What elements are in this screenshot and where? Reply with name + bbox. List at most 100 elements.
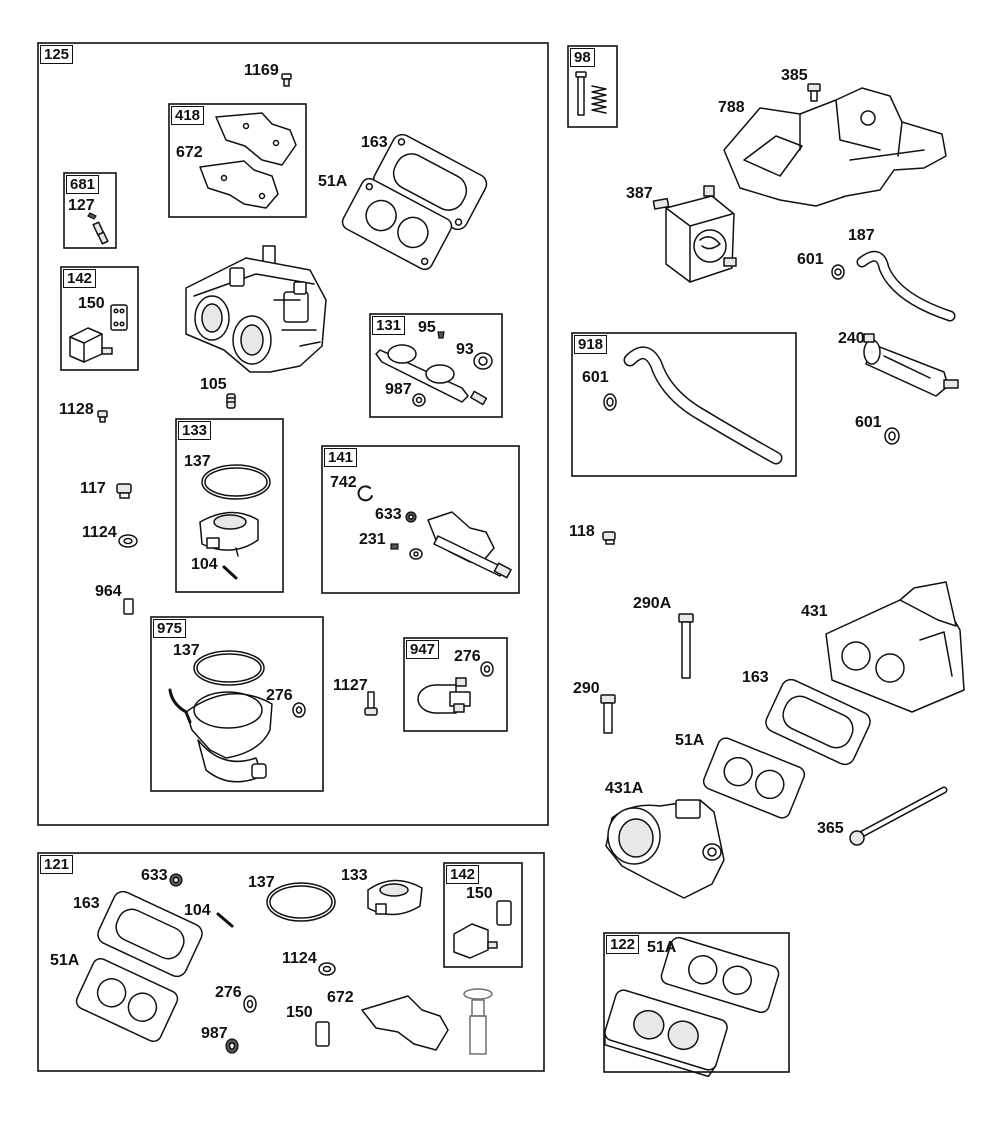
solenoid-icon (417, 661, 494, 714)
kit-98-frame (567, 45, 618, 128)
part-label-290a: 290A (633, 595, 672, 612)
part-label-1128: 1128 (59, 401, 94, 418)
part-label-276b: 276 (454, 648, 481, 665)
part-label-105: 105 (200, 376, 227, 393)
kit-133-frame (175, 418, 284, 593)
screw-icon (87, 212, 109, 245)
gasket-icon (315, 1021, 330, 1047)
pin-icon (123, 598, 134, 615)
adapter-icon (825, 581, 965, 713)
plug-icon (602, 531, 616, 545)
kit-947-frame (403, 637, 508, 732)
part-label-1124-kit121: 1124 (282, 950, 317, 967)
part-label-387: 387 (626, 185, 653, 202)
throttle-shaft-icon (375, 331, 493, 407)
part-label-51ab: 51A (675, 732, 705, 749)
kit-number-947: 947 (406, 640, 440, 659)
part-label-150-kit121: 150 (466, 885, 493, 902)
part-label-51a-kit121: 51A (50, 952, 80, 969)
solenoid-icon (69, 304, 128, 363)
kit-131-frame (369, 313, 503, 418)
gasket-icon (193, 650, 265, 686)
carburetor-icon (185, 245, 327, 373)
bracket-icon (723, 87, 947, 207)
spring-icon (575, 71, 607, 116)
hose-icon (856, 250, 956, 322)
gasket-icon (702, 737, 806, 819)
washer-icon (169, 873, 183, 887)
part-label-365: 365 (817, 820, 844, 837)
part-label-1127: 1127 (333, 677, 368, 694)
part-label-150b-kit121: 150 (286, 1004, 313, 1021)
kit-975-frame (150, 616, 324, 792)
kit-125-frame (37, 42, 549, 826)
part-label-187: 187 (848, 227, 875, 244)
screw-icon (97, 410, 108, 423)
kit-142-frame (60, 266, 139, 371)
part-label-163-kit121: 163 (73, 895, 100, 912)
part-label-431: 431 (801, 603, 828, 620)
part-label-95: 95 (418, 319, 436, 336)
gasket-icon (97, 890, 203, 978)
part-label-601b: 601 (582, 369, 609, 386)
kit-number-681: 681 (66, 175, 100, 194)
gasket-icon (266, 882, 336, 922)
kit-number-418: 418 (171, 106, 205, 125)
kit-number-125: 125 (40, 45, 74, 64)
part-label-964: 964 (95, 583, 122, 600)
kit-number-133: 133 (178, 421, 212, 440)
kit-number-122: 122 (606, 935, 640, 954)
part-label-601: 601 (797, 251, 824, 268)
kit-number-141: 141 (324, 448, 358, 467)
adapter-icon (603, 989, 728, 1078)
part-label-633: 633 (375, 506, 402, 523)
part-label-431a: 431A (605, 780, 644, 797)
gasket-icon (201, 464, 271, 500)
part-label-276: 276 (266, 687, 293, 704)
kit-122-frame (603, 932, 790, 1073)
part-label-137: 137 (184, 453, 211, 470)
part-label-385: 385 (781, 67, 808, 84)
part-label-1169: 1169 (244, 62, 279, 79)
kit-142b-frame (443, 862, 523, 968)
part-label-788: 788 (718, 99, 745, 116)
part-label-163b: 163 (742, 669, 769, 686)
part-label-104-kit121: 104 (184, 902, 211, 919)
screw-icon (226, 393, 236, 409)
bolt-icon (678, 613, 694, 679)
part-label-672-kit121: 672 (327, 989, 354, 1006)
throttle-body-icon (605, 799, 725, 899)
part-label-633-kit121: 633 (141, 867, 168, 884)
washer-icon (318, 962, 336, 976)
solenoid-icon (453, 900, 512, 959)
part-label-1124: 1124 (82, 524, 117, 541)
plug-icon (116, 483, 132, 499)
washer-icon (243, 995, 257, 1013)
part-label-601c: 601 (855, 414, 882, 431)
choke-shaft-icon (357, 485, 512, 579)
part-label-987: 987 (385, 381, 412, 398)
kit-number-975: 975 (153, 619, 187, 638)
hose-icon (623, 346, 783, 465)
washer-icon (118, 534, 138, 548)
part-label-987-kit121: 987 (201, 1025, 228, 1042)
bolt-icon (849, 786, 948, 846)
kit-141-frame (321, 445, 520, 594)
part-label-231: 231 (359, 531, 386, 548)
part-label-137-kit121: 137 (248, 874, 275, 891)
part-label-127: 127 (68, 197, 95, 214)
part-label-276-kit121: 276 (215, 984, 242, 1001)
screw-icon (364, 691, 378, 716)
clamp-icon (603, 393, 617, 411)
part-label-240: 240 (838, 330, 865, 347)
part-label-290: 290 (573, 680, 600, 697)
spacer-icon (367, 879, 423, 916)
bolt-icon (600, 694, 616, 734)
screw-icon (281, 73, 292, 87)
part-label-150: 150 (78, 295, 105, 312)
gasket-icon (75, 957, 179, 1043)
fuel-bowl-icon (168, 688, 306, 783)
kit-number-142b: 142 (446, 865, 480, 884)
